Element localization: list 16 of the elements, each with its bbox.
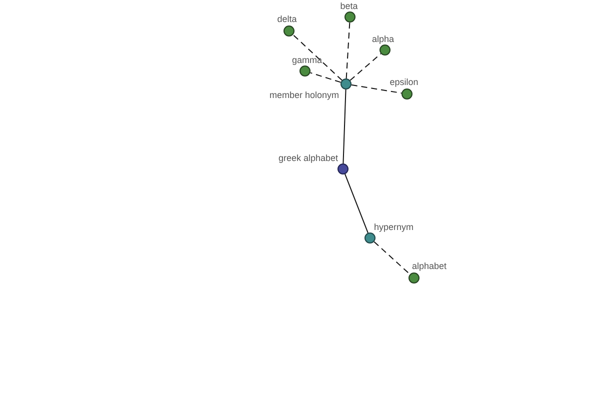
node-label: delta	[277, 14, 297, 24]
node-label: greek alphabet	[278, 153, 338, 163]
node-label: hypernym	[374, 222, 414, 232]
connector-line	[342, 89, 346, 164]
dashed-connector	[350, 84, 402, 94]
dashed-connector	[292, 34, 342, 81]
dashed-connector	[310, 72, 342, 83]
node-label: epsilon	[390, 77, 418, 87]
connector-line	[344, 174, 368, 234]
node-label: gamma	[292, 55, 322, 65]
dashed-connector	[374, 241, 410, 275]
node-label: alpha	[372, 34, 394, 44]
node-label: member holonym	[269, 90, 339, 100]
node-label: beta	[340, 1, 358, 11]
node-label: alphabet	[412, 261, 447, 271]
dashed-connector	[346, 22, 350, 79]
